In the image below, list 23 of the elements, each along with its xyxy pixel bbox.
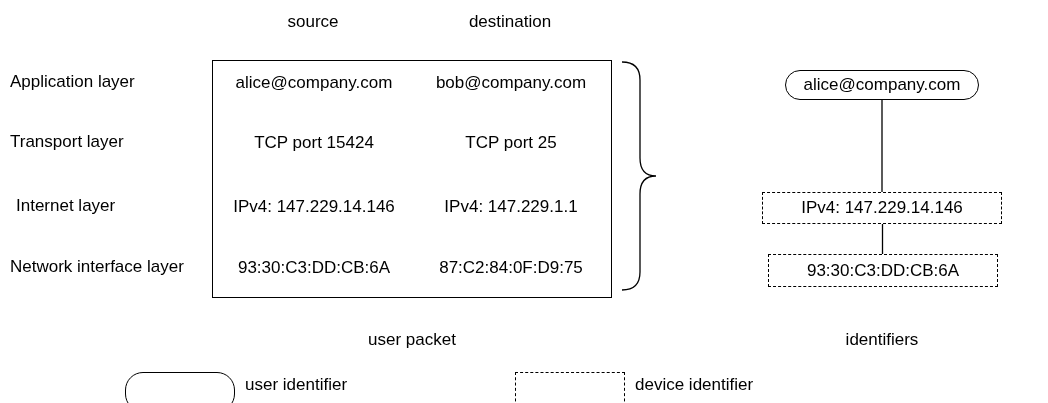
table-cell-text: IPv4: 147.229.1.1 <box>443 197 579 217</box>
legend-label: device identifier <box>635 375 754 395</box>
connector-line <box>881 223 884 255</box>
table-cell-text: bob@company.com <box>434 73 588 93</box>
table-cell-text: alice@company.com <box>234 73 394 93</box>
table-cell-text: IPv4: 147.229.14.146 <box>232 197 396 217</box>
column-header: source <box>286 12 340 32</box>
packet-box <box>212 60 612 298</box>
layer-label: Transport layer <box>10 132 125 152</box>
column-header: destination <box>467 12 553 32</box>
legend-label: user identifier <box>245 375 348 395</box>
device-identifier-box: IPv4: 147.229.14.146 <box>762 192 1002 224</box>
layer-label: Internet layer <box>16 196 117 216</box>
layer-label: Network interface layer <box>10 257 185 277</box>
device-identifier-box: 93:30:C3:DD:CB:6A <box>768 254 998 287</box>
table-cell-text: 87:C2:84:0F:D9:75 <box>438 258 584 278</box>
layer-label: Application layer <box>10 72 136 92</box>
group-caption: identifiers <box>844 330 920 350</box>
table-cell-text: TCP port 15424 <box>253 133 375 153</box>
connector-line <box>881 99 883 193</box>
box-caption: user packet <box>367 330 457 350</box>
table-cell-text: 93:30:C3:DD:CB:6A <box>236 258 392 278</box>
table-cell-text: TCP port 25 <box>464 133 558 153</box>
